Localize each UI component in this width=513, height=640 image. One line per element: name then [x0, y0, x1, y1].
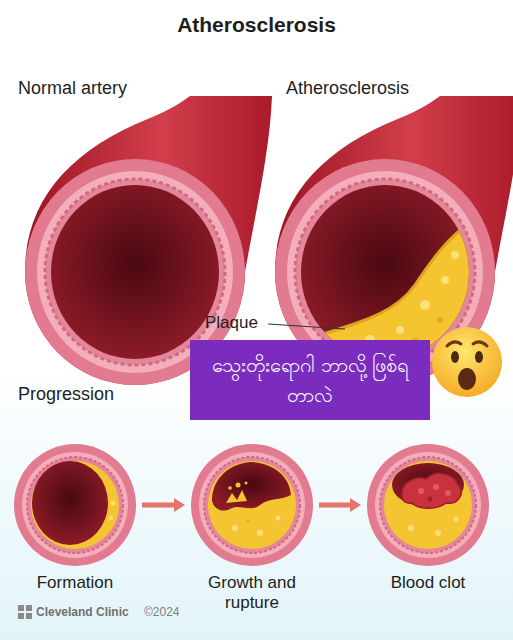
stage-label: Growth and rupture	[187, 573, 317, 614]
plaque-fragment	[245, 482, 248, 485]
credit-logo-text: Cleveland Clinic	[36, 605, 129, 619]
artery-lining	[45, 179, 225, 365]
plaque	[208, 461, 296, 549]
blood-cell	[433, 484, 439, 490]
emoji-brow	[447, 342, 461, 346]
arrow-head	[350, 498, 361, 512]
blood-cell	[418, 488, 424, 494]
plaque-speck	[109, 516, 113, 520]
artery-label: Normal artery	[18, 78, 127, 100]
artery-wall	[375, 452, 481, 558]
emoji-mouth	[458, 368, 476, 390]
artery-cross-section	[366, 443, 490, 567]
blood-cell	[428, 497, 433, 502]
emoji-brow	[473, 342, 487, 346]
plaque-speck	[232, 525, 238, 531]
progression-arrow	[142, 498, 185, 512]
artery-lining	[380, 457, 476, 553]
artery-lining	[204, 457, 300, 553]
arrow-head	[174, 498, 185, 512]
diagram-title: Atherosclerosis	[0, 12, 513, 37]
emoji-eye	[475, 351, 483, 363]
stage-label: Formation	[15, 573, 135, 593]
arrow-shaft	[142, 503, 176, 508]
plaque-speck	[257, 530, 263, 536]
section-label: Progression	[18, 384, 114, 406]
plaque-speck	[420, 300, 430, 310]
artery-cross-section	[190, 443, 314, 567]
artery-wall	[191, 444, 313, 566]
artery-wall	[14, 444, 136, 566]
plaque-fragment	[236, 483, 241, 488]
plaque-speck	[437, 317, 443, 323]
plaque	[31, 461, 119, 549]
plaque	[384, 461, 472, 549]
emoji-eye	[451, 351, 459, 363]
band-text-group: သွေးတိုးရောဂါ ဘာလို့ဖြစ်ရတာလဲ	[210, 350, 410, 410]
arrow-shaft	[319, 503, 352, 508]
artery-wall	[22, 452, 128, 558]
logo-icon	[18, 605, 32, 619]
artery-wall	[367, 444, 489, 566]
plaque-rupture	[226, 490, 247, 503]
artery-lining	[27, 457, 123, 553]
artery-cross-section	[13, 443, 137, 567]
plaque-speck	[396, 326, 404, 334]
plaque-speck	[246, 519, 250, 523]
plaque-speck	[276, 516, 281, 521]
plaque-speck	[408, 525, 414, 531]
plaque-speck	[435, 530, 441, 536]
plaque-speck	[441, 276, 449, 284]
progression-stage: Growth and rupture	[190, 443, 314, 567]
progression-stage: Blood clot	[366, 443, 490, 567]
plaque-speck	[454, 517, 459, 522]
surprised-emoji	[429, 324, 505, 400]
band-text: သွေးတိုးရောဂါ ဘာလို့ဖြစ်ရတာလဲ	[210, 350, 410, 410]
artery-lumen	[32, 461, 108, 545]
progression-arrow	[319, 498, 361, 512]
progression-stage: Formation	[13, 443, 137, 567]
plaque-speck	[451, 251, 459, 259]
artery-label: Atherosclerosis	[286, 78, 409, 100]
artery-lumen	[212, 462, 291, 511]
stage-label: Blood clot	[368, 573, 488, 593]
plaque-speck	[111, 501, 116, 506]
emoji-face	[432, 327, 502, 397]
artery-lumen	[51, 185, 219, 359]
copyright-note: ©2024	[144, 605, 180, 619]
part-label: Plaque	[205, 313, 258, 333]
leader-line	[268, 324, 345, 329]
highlight-band: သွေးတိုးရောဂါ ဘာလို့ဖြစ်ရတာလဲ	[190, 340, 430, 420]
blood-clot	[402, 473, 461, 508]
artery-wall	[199, 452, 305, 558]
blood-cell	[445, 490, 451, 496]
plaque-fragment	[228, 486, 232, 490]
